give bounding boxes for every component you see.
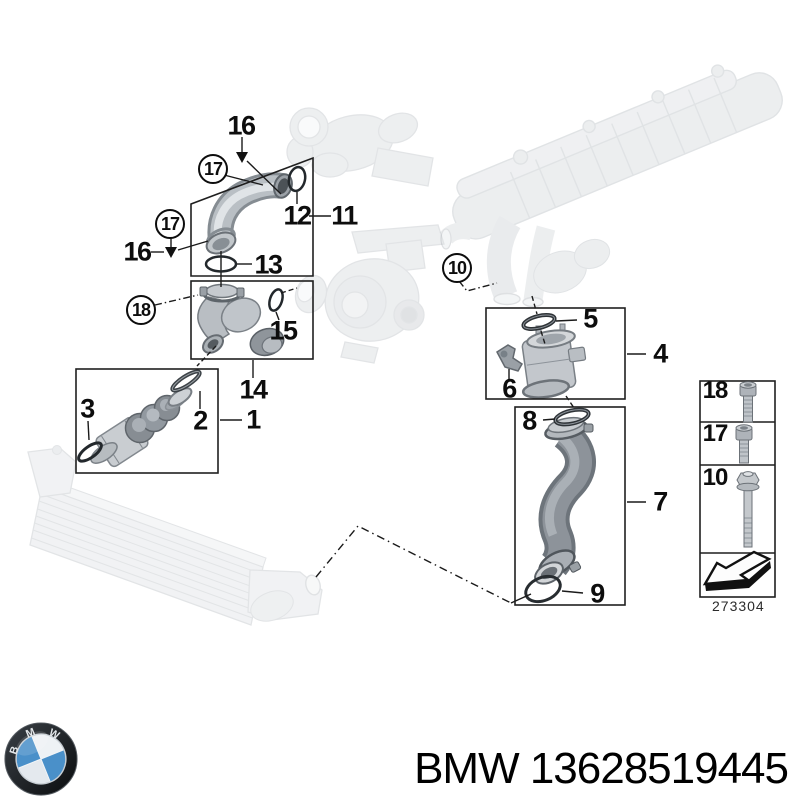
ghost-turbocharger-upper	[286, 107, 434, 187]
hardware-legend-box	[699, 380, 776, 598]
ghost-turbocharger-main	[294, 224, 445, 364]
socket-head-cap-screw-long-icon	[739, 381, 757, 423]
o-ring-15	[268, 288, 284, 312]
group-box-4	[485, 307, 626, 400]
hex-flange-bolt-icon	[736, 471, 760, 548]
group-box-11	[190, 156, 314, 277]
seal-rings	[77, 165, 591, 604]
gasket-8-hl	[554, 409, 590, 425]
part-bellows-hose	[90, 387, 193, 468]
part-charge-air-elbow-pipe	[205, 172, 293, 255]
group-box-1	[75, 368, 219, 474]
part-charge-air-duct	[197, 283, 285, 357]
bmw-roundel-logo: B M W	[4, 722, 78, 796]
catalog-image-number: 273304	[712, 598, 765, 614]
o-ring-12	[287, 165, 307, 193]
group-box-14	[190, 280, 314, 360]
leader-lines	[87, 137, 646, 604]
group-boxes	[75, 156, 626, 606]
part-s-hose	[534, 416, 596, 585]
seal-2-hl	[171, 371, 201, 391]
o-ring-3	[77, 441, 103, 463]
ghost-intake-manifold	[439, 64, 783, 308]
gasket-5-hl	[522, 314, 556, 330]
part-sensor-bracket	[496, 344, 523, 372]
part-throttle-body	[521, 323, 587, 399]
logo-letter-m: M	[24, 726, 37, 740]
logo-letter-b: B	[8, 745, 22, 756]
ghost-intercooler	[27, 445, 323, 626]
travel-direction-arrow-icon	[702, 550, 772, 591]
group-box-7	[514, 406, 626, 606]
o-ring-13	[204, 255, 238, 273]
socket-head-cap-screw-short-icon	[735, 424, 753, 464]
part-number-text: BMW 13628519445	[414, 744, 789, 793]
